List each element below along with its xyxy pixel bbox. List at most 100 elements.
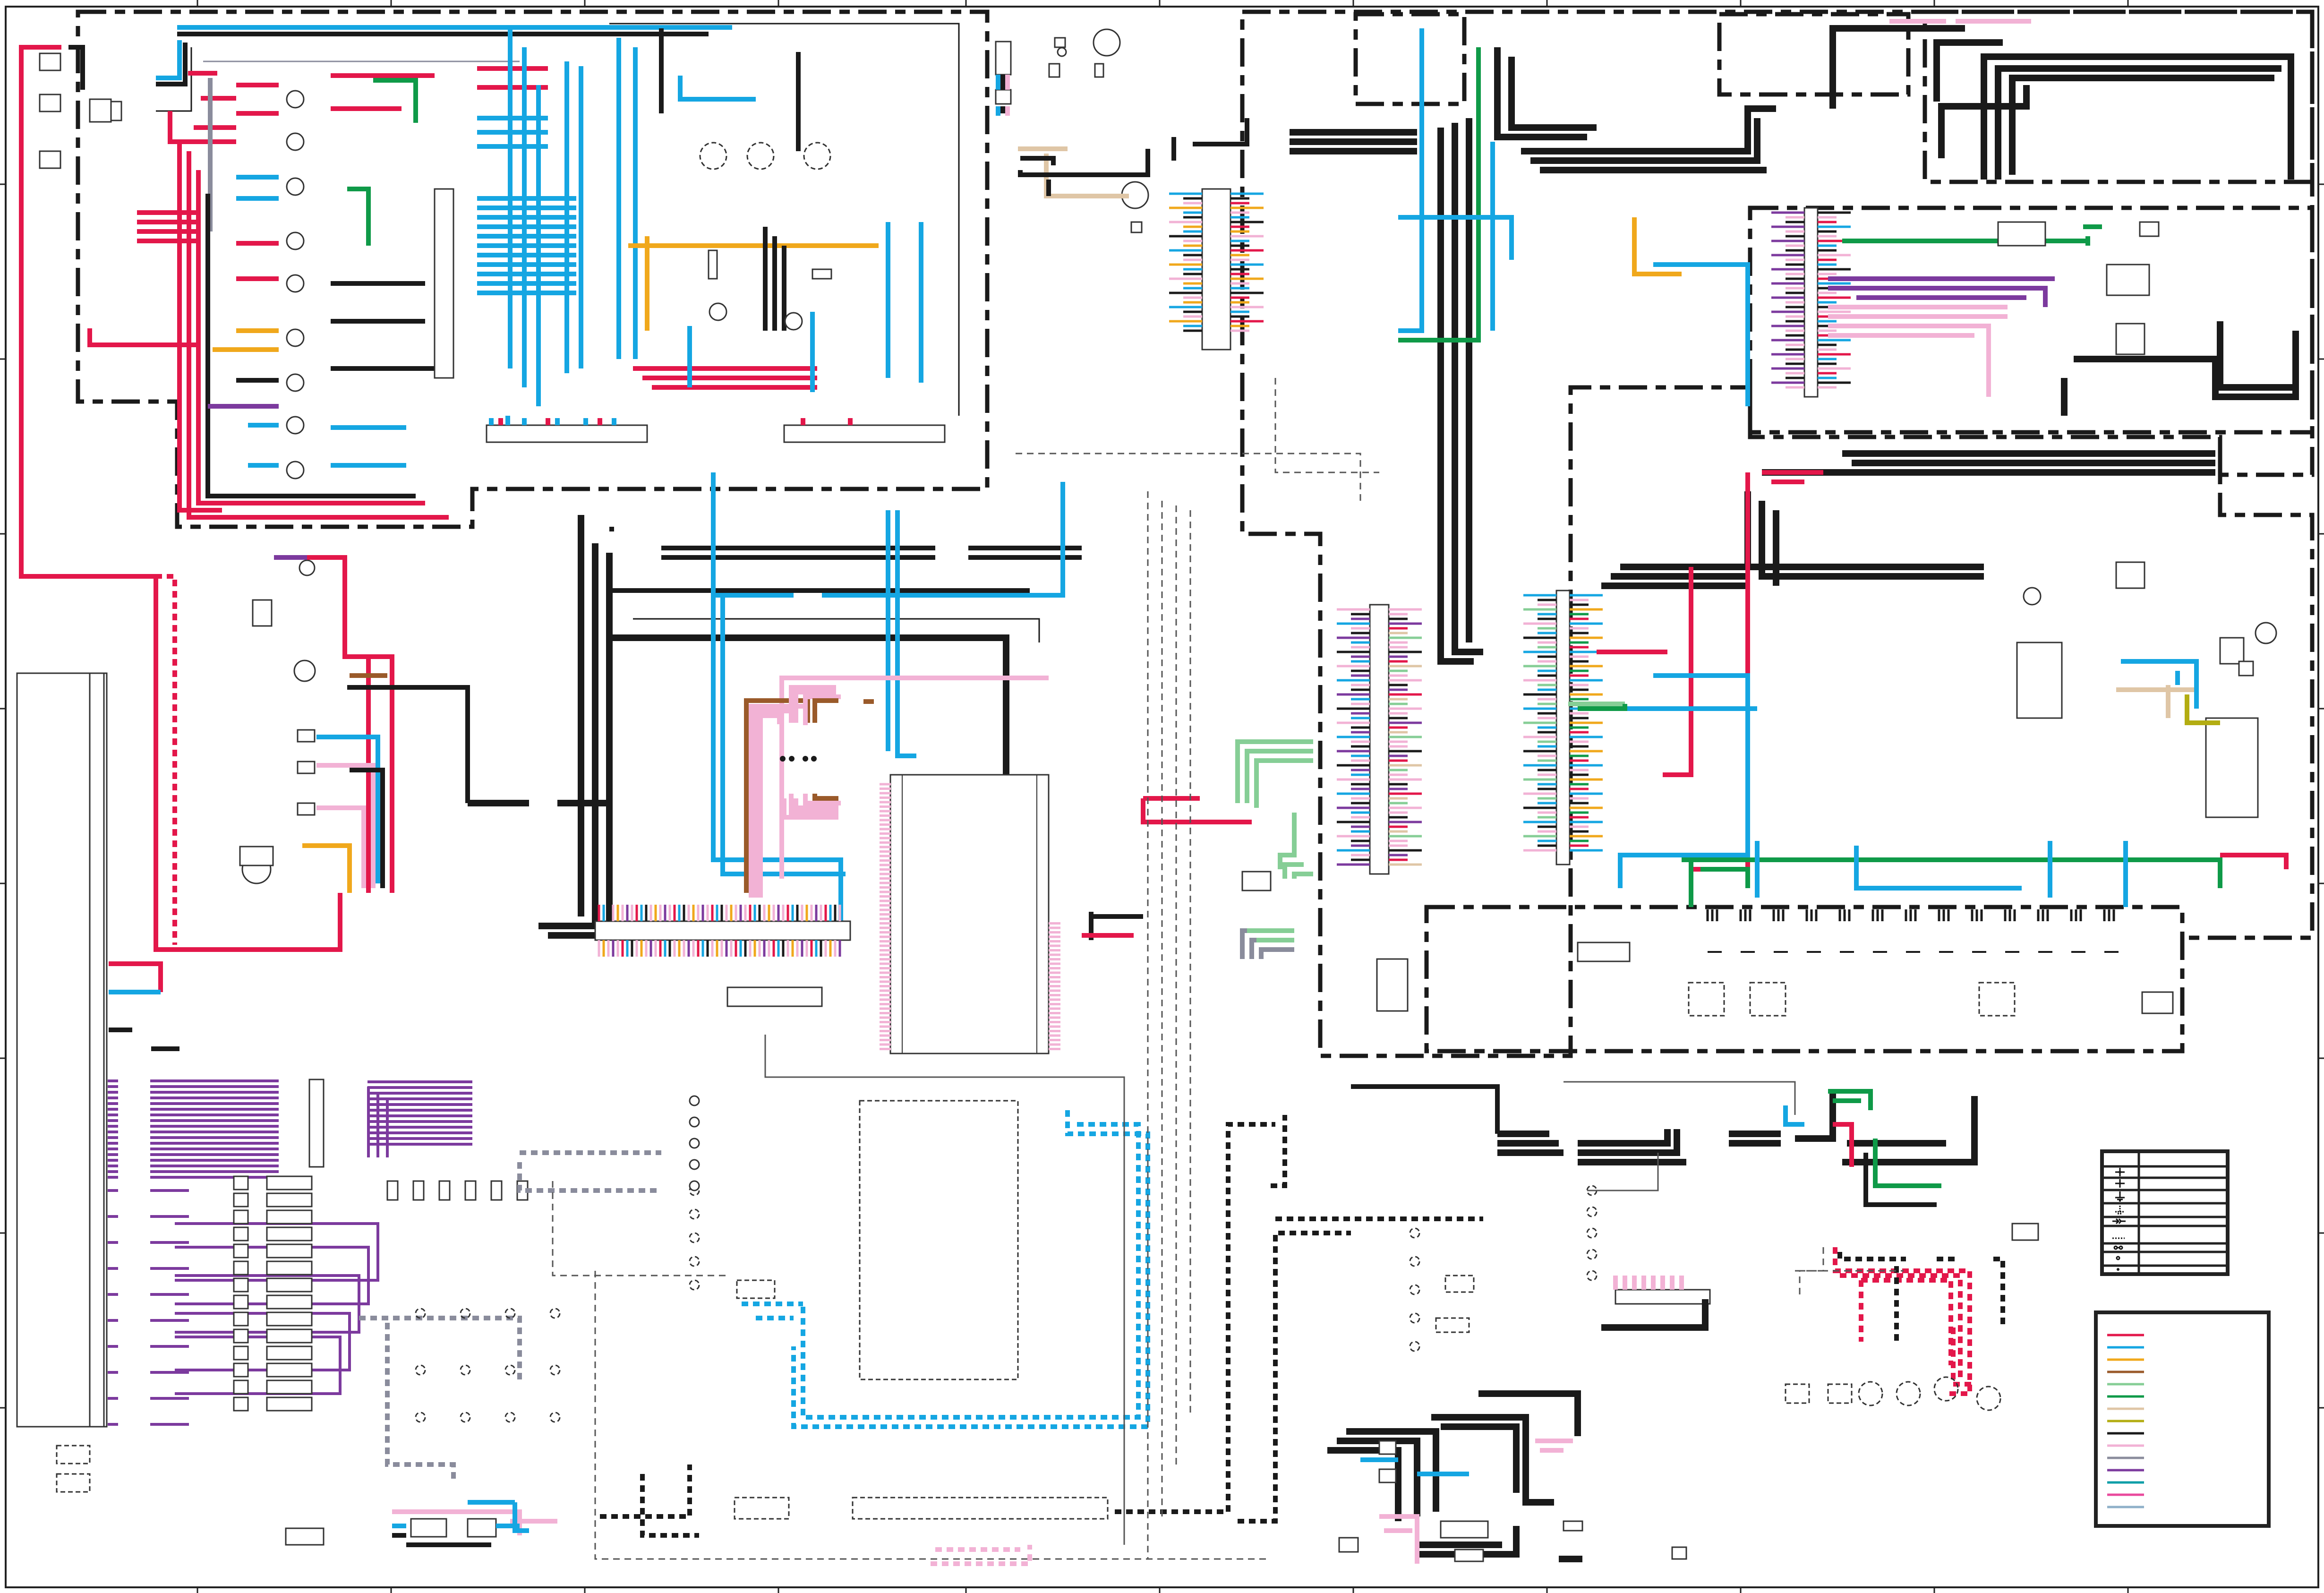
right-large-box (2016, 642, 2063, 719)
wire-crossing-icon (2115, 1179, 2125, 1188)
spliced-junction-icon (2115, 1168, 2125, 1176)
color-legend-swatches (2107, 1334, 2144, 1508)
tall-connector-2 (1369, 604, 1390, 875)
dashed-sensor (1688, 982, 1725, 1017)
dashed-sensor (1978, 982, 2016, 1017)
sensor (689, 1185, 700, 1196)
closed-terminal-icon (2117, 1268, 2119, 1271)
boundary-top-center-small (1717, 12, 1911, 97)
module-connector (233, 1192, 249, 1208)
tall-connector-4 (1803, 207, 1819, 398)
module-box (266, 1379, 313, 1395)
connector-pins (2103, 909, 2115, 921)
motor-1 (1093, 28, 1121, 57)
module-box (266, 1277, 313, 1293)
tall-connector-3 (1555, 590, 1571, 865)
module-connector (233, 1226, 249, 1242)
left-sensors (239, 555, 470, 893)
sensor (689, 1232, 700, 1243)
sensor-connector (386, 1180, 399, 1201)
sensor (460, 1364, 471, 1376)
center-pink-harness (744, 676, 1049, 898)
sensor (1586, 1270, 1598, 1281)
connector-pins (2004, 909, 2016, 921)
sensor (689, 1138, 700, 1149)
sensor (1409, 1256, 1420, 1267)
harness-connector-row-1 (486, 424, 648, 443)
module-box (266, 1209, 313, 1225)
center-row-wires (598, 905, 841, 957)
dashed-sensor (1749, 982, 1786, 1017)
boundary-right-vertical (2182, 437, 2315, 940)
boundary-top-right-sub (1922, 9, 2315, 184)
module-box (266, 1260, 313, 1276)
sensor (1586, 1206, 1598, 1217)
bottom-right-area (1327, 1081, 2039, 1564)
battery-1 (39, 52, 61, 71)
optional-controller (859, 1100, 1019, 1380)
module-box (266, 1396, 313, 1412)
module-connector (233, 1294, 249, 1310)
sensor-connector (490, 1180, 503, 1201)
gauge-column (286, 90, 305, 480)
module-box (266, 1311, 313, 1327)
sensor (689, 1279, 700, 1291)
battery-2 (39, 94, 61, 112)
connector-pins (1772, 909, 1785, 921)
left-terminal-strip (89, 672, 105, 1428)
symbol-legend (2100, 1149, 2230, 1276)
battery-3 (39, 150, 61, 169)
module-box (266, 1328, 313, 1344)
sensor (1409, 1341, 1420, 1352)
connector-pins (1838, 909, 1851, 921)
sensor (1586, 1249, 1598, 1260)
sensor (415, 1364, 426, 1376)
module-connector (233, 1362, 249, 1378)
connector-pins (1871, 909, 1884, 921)
fuse-block-1 (708, 249, 718, 280)
sensor (1409, 1227, 1420, 1239)
right-pin-stubs (1169, 192, 1851, 866)
sensor (549, 1412, 561, 1423)
connector-pins (2070, 909, 2082, 921)
relay-1 (699, 142, 727, 170)
tall-connector-1 (1201, 188, 1231, 351)
module-box (266, 1294, 313, 1310)
jumper-icon (2113, 1245, 2123, 1250)
sensor (689, 1208, 700, 1220)
red-dotted-system (1785, 1242, 2005, 1411)
connector-icon (2112, 1218, 2126, 1225)
sensor (689, 1159, 700, 1170)
top-center-components (995, 28, 1249, 233)
sensor (504, 1364, 516, 1376)
sensor (504, 1412, 516, 1423)
sensor-connector (464, 1180, 477, 1201)
module-box (266, 1175, 313, 1190)
sensor (460, 1412, 471, 1423)
sensor (1409, 1312, 1420, 1324)
purple-loop (175, 1312, 351, 1371)
bottom-left-sensors (56, 1095, 1598, 1547)
master-box (89, 98, 112, 123)
module-connector (233, 1277, 249, 1293)
module-box (266, 1362, 313, 1378)
top-left-harness (87, 23, 960, 520)
ground-icon (2115, 1191, 2125, 1202)
boundary-top-center-box (1353, 12, 1467, 106)
module-connector (233, 1209, 249, 1225)
center-connector-row (594, 905, 851, 1007)
sensor-connector (412, 1180, 425, 1201)
sensor (549, 1308, 561, 1319)
battery-group (39, 52, 122, 169)
sensor (549, 1364, 561, 1376)
connector-pins (1938, 909, 1950, 921)
sensor-connector (438, 1180, 451, 1201)
connector-pins (1805, 909, 1818, 921)
sensor (504, 1308, 516, 1319)
central-controller (889, 774, 1050, 1054)
module-box (266, 1226, 313, 1242)
relay-2 (746, 142, 775, 170)
connector-pins (1971, 909, 1983, 921)
module-connector (233, 1379, 249, 1395)
